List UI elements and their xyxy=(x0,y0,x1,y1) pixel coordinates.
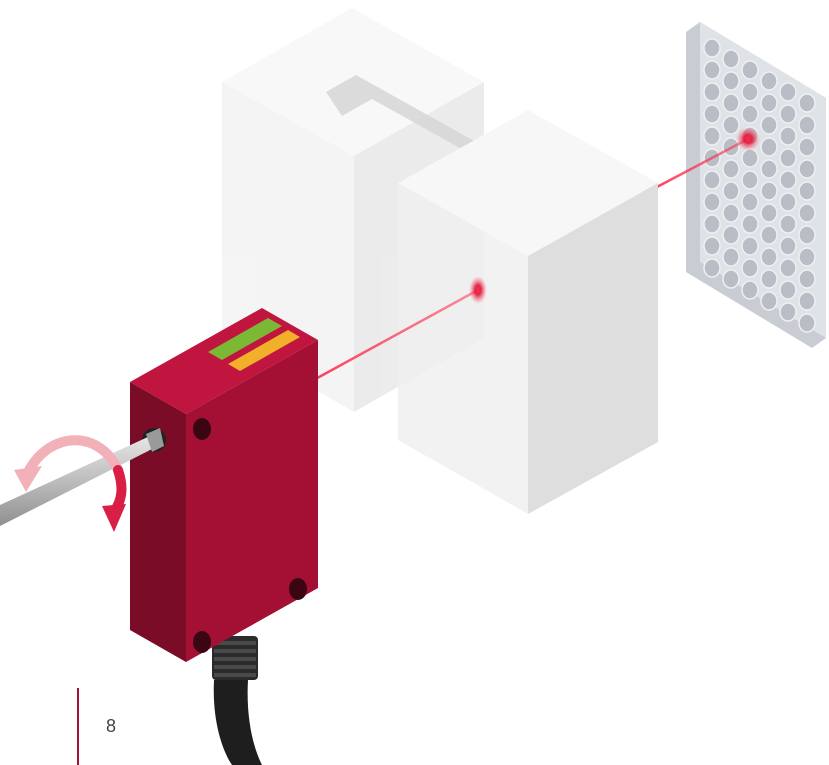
reflector-cell xyxy=(780,281,796,299)
reflector-cell xyxy=(780,259,796,277)
reflector-cell xyxy=(761,270,777,288)
reflector-cell xyxy=(799,248,815,266)
reflector-cell xyxy=(723,50,739,68)
reflector-cell xyxy=(704,215,720,233)
reflector-cell xyxy=(723,248,739,266)
reflector-cell xyxy=(799,160,815,178)
reflector-cell xyxy=(799,138,815,156)
reflector-cell xyxy=(742,149,758,167)
reflector-cell xyxy=(704,193,720,211)
reflector-cell xyxy=(780,127,796,145)
reflector-cell xyxy=(761,116,777,134)
reflector-cell xyxy=(780,171,796,189)
reflector-cell xyxy=(761,94,777,112)
reflector-cell xyxy=(799,226,815,244)
reflector-cell xyxy=(723,204,739,222)
page-number: 8 xyxy=(106,716,116,737)
page-accent-rule xyxy=(77,688,79,765)
reflector-cell xyxy=(799,116,815,134)
reflector-cell xyxy=(799,270,815,288)
reflector-cell xyxy=(761,248,777,266)
reflector-cell xyxy=(780,83,796,101)
reflector-cell xyxy=(761,160,777,178)
reflector-cell xyxy=(723,116,739,134)
photoelectric-sensor xyxy=(130,308,318,662)
reflector-cell xyxy=(742,281,758,299)
reflector-panel xyxy=(686,22,826,348)
reflector-cell xyxy=(742,259,758,277)
reflector-cell xyxy=(742,171,758,189)
reflector-cell xyxy=(723,182,739,200)
reflector-cell xyxy=(704,127,720,145)
reflector-cell xyxy=(704,39,720,57)
reflector-cell xyxy=(799,292,815,310)
reflector-cell xyxy=(742,237,758,255)
reflector-cell xyxy=(761,182,777,200)
mounting-hole xyxy=(193,418,211,440)
reflector-cell xyxy=(704,83,720,101)
reflector-cell xyxy=(799,182,815,200)
reflector-cell xyxy=(780,215,796,233)
reflector-cell xyxy=(742,61,758,79)
sensor-cable xyxy=(212,636,262,765)
reflector-cell xyxy=(723,72,739,90)
reflector-cell xyxy=(742,193,758,211)
reflector-cell xyxy=(704,171,720,189)
reflector-cell xyxy=(723,160,739,178)
reflector-cell xyxy=(761,72,777,90)
reflector-cell xyxy=(799,314,815,332)
reflector-cell xyxy=(723,226,739,244)
reflector-cell xyxy=(761,138,777,156)
reflector-cell xyxy=(799,204,815,222)
reflector-cell xyxy=(780,303,796,321)
reflector-cell xyxy=(761,204,777,222)
reflector-cell xyxy=(742,83,758,101)
laser-spot-block xyxy=(469,276,487,304)
reflector-cell xyxy=(780,105,796,123)
reflector-cell xyxy=(742,215,758,233)
reflector-cell xyxy=(799,94,815,112)
mounting-hole xyxy=(289,578,307,600)
reflector-cell xyxy=(704,237,720,255)
laser-spot-reflector xyxy=(736,127,760,151)
reflector-cell xyxy=(742,105,758,123)
reflector-cell xyxy=(780,237,796,255)
reflector-cell xyxy=(704,259,720,277)
reflector-cell xyxy=(761,292,777,310)
reflector-cell xyxy=(704,61,720,79)
reflector-cell xyxy=(780,149,796,167)
reflector-cell xyxy=(723,270,739,288)
reflector-cell xyxy=(780,193,796,211)
mounting-hole xyxy=(193,631,211,653)
reflector-cell xyxy=(761,226,777,244)
reflector-cell xyxy=(704,105,720,123)
reflector-cell xyxy=(723,94,739,112)
